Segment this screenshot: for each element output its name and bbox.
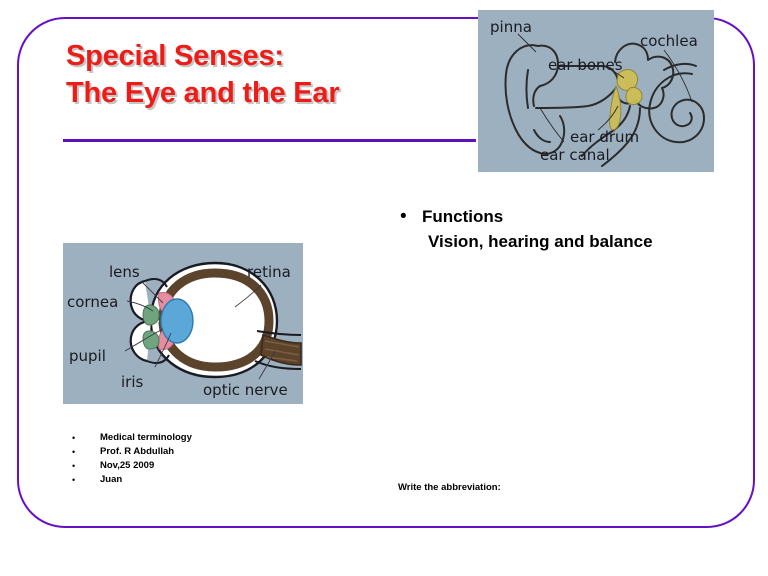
list-item: • Juan xyxy=(72,473,332,487)
eye-label-lens: lens xyxy=(109,263,140,281)
credits-list: • Medical terminology • Prof. R Abdullah… xyxy=(72,431,332,487)
abbreviation-prompt: Write the abbreviation: xyxy=(398,482,501,493)
functions-bullet-block: • Functions Vision, hearing and balance xyxy=(400,204,730,254)
eye-anatomy-image: lens cornea pupil iris retina optic nerv… xyxy=(63,243,303,404)
title-divider-rule xyxy=(63,139,476,142)
eye-label-retina: retina xyxy=(247,263,291,281)
functions-detail: Vision, hearing and balance xyxy=(428,232,653,251)
credit-author: Juan xyxy=(100,474,123,485)
bullet-dot-icon: • xyxy=(72,461,76,471)
credit-date: Nov,25 2009 xyxy=(100,460,155,471)
bullet-dot-icon: • xyxy=(72,475,76,485)
ear-label-ear-bones: ear bones xyxy=(548,56,623,74)
eye-label-cornea: cornea xyxy=(67,293,118,311)
list-item: • Nov,25 2009 xyxy=(72,459,332,473)
list-item: • Prof. R Abdullah xyxy=(72,445,332,459)
ear-anatomy-image: pinna cochlea ear bones ear drum ear can… xyxy=(478,10,714,172)
ear-label-ear-canal: ear canal xyxy=(540,146,610,164)
eye-label-pupil: pupil xyxy=(69,347,106,365)
bullet-dot-icon: • xyxy=(72,433,76,443)
bullet-dot-icon: • xyxy=(400,206,407,227)
ear-label-cochlea: cochlea xyxy=(640,32,698,50)
slide-title: Special Senses: The Eye and the Ear xyxy=(66,40,340,109)
list-item: • Medical terminology xyxy=(72,431,332,445)
credit-instructor: Prof. R Abdullah xyxy=(100,446,175,457)
ear-label-pinna: pinna xyxy=(490,18,532,36)
bullet-functions: • Functions xyxy=(400,204,730,229)
eye-label-optic-nerve: optic nerve xyxy=(203,381,288,399)
functions-heading: Functions xyxy=(422,207,504,226)
credit-course: Medical terminology xyxy=(100,432,192,443)
eye-label-iris: iris xyxy=(121,373,144,391)
ear-label-ear-drum: ear drum xyxy=(570,128,639,146)
bullet-dot-icon: • xyxy=(72,447,76,457)
